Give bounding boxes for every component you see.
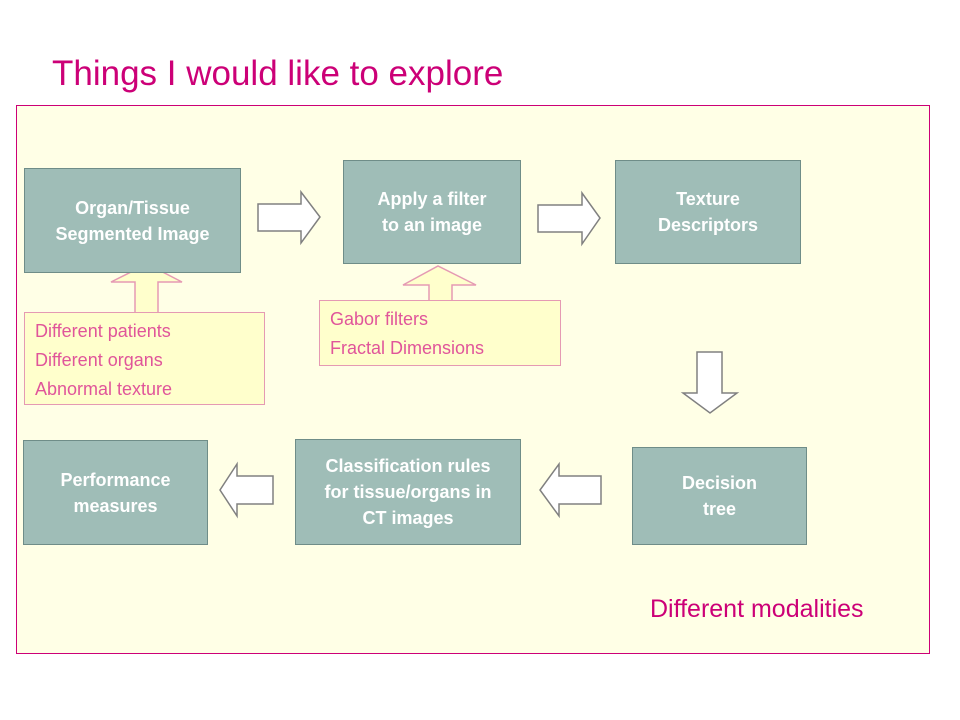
- arrow-right-2-icon: [537, 190, 601, 247]
- page-title: Things I would like to explore: [52, 54, 504, 93]
- apply-filter-box: Apply a filter to an image: [343, 160, 521, 264]
- input-variations-note: Different patients Different organs Abno…: [24, 312, 265, 405]
- arrow-left-1-icon: [539, 461, 602, 519]
- arrow-down-icon: [680, 351, 740, 414]
- filter-types-note: Gabor filters Fractal Dimensions: [319, 300, 561, 366]
- organ-tissue-box: Organ/Tissue Segmented Image: [24, 168, 241, 273]
- different-modalities-label: Different modalities: [650, 595, 864, 623]
- arrow-right-1-icon: [257, 189, 321, 246]
- arrow-up-2-icon: [402, 265, 477, 302]
- performance-measures-box: Performance measures: [23, 440, 208, 545]
- arrow-up-1-icon: [110, 263, 183, 314]
- texture-descriptors-box: Texture Descriptors: [615, 160, 801, 264]
- arrow-left-2-icon: [219, 461, 274, 519]
- classification-rules-box: Classification rules for tissue/organs i…: [295, 439, 521, 545]
- decision-tree-box: Decision tree: [632, 447, 807, 545]
